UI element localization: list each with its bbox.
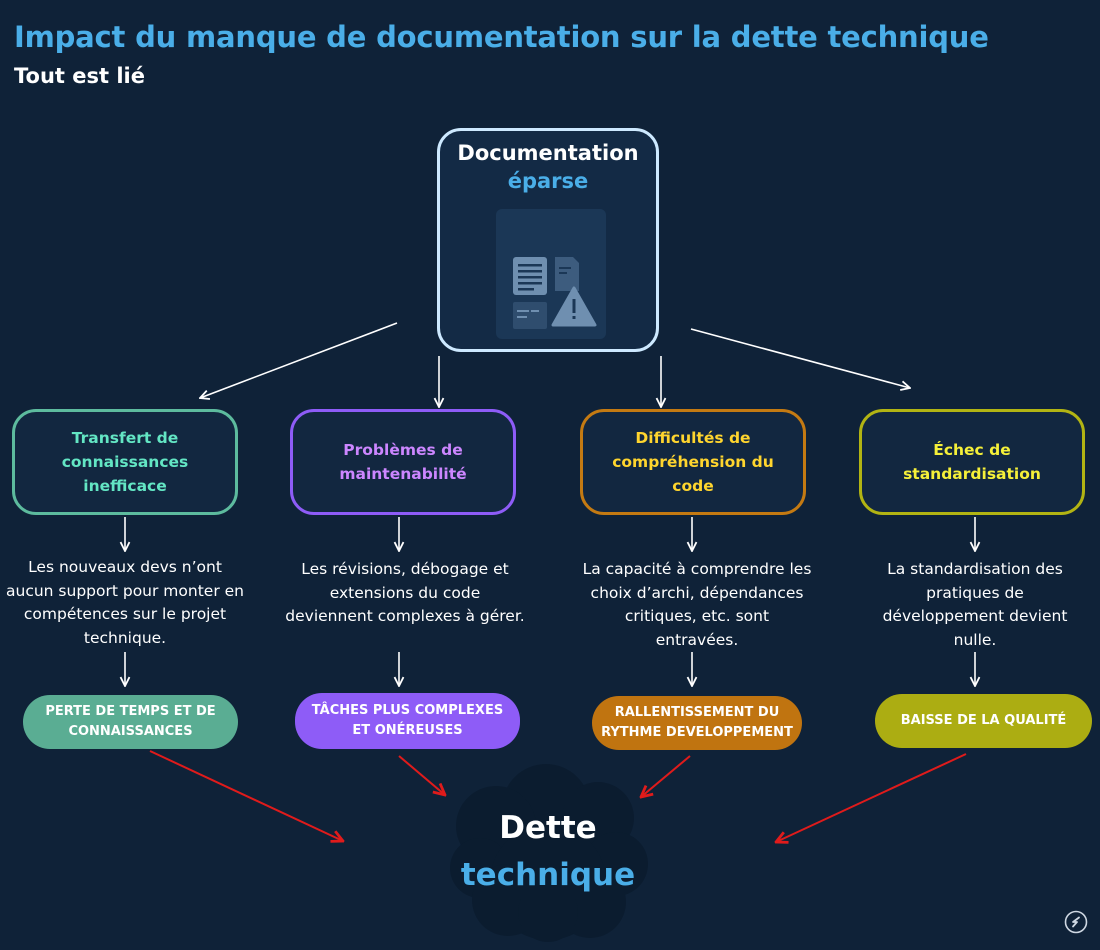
result-pill-slowdown: Rallentissement du rythme developpement xyxy=(592,696,802,750)
arrow-source-to-cause-4 xyxy=(690,328,910,388)
cause-box-knowledge-transfer: Transfert de connaissances inefficace xyxy=(12,409,238,515)
effect-text-maintainability: Les révisions, débogage et extensions du… xyxy=(285,560,525,625)
source-highlight: éparse xyxy=(507,169,589,193)
result-pill-quality-drop: Baisse de la qualité xyxy=(875,694,1092,748)
cloud-icon xyxy=(448,762,648,942)
arrow-result-4-to-debt xyxy=(776,753,967,842)
arrow-result-1-to-debt xyxy=(149,750,343,841)
result-pill-time-loss: Perte de temps et de connaissances xyxy=(23,695,238,749)
effect-text-standardisation: La standardisation des pratiques de déve… xyxy=(882,560,1068,649)
source-node: Documentation éparse xyxy=(437,128,659,352)
cause-box-maintainability: Problèmes de maintenabilité xyxy=(290,409,516,515)
cause-box-code-comprehension: Difficultés de compréhension du code xyxy=(580,409,806,515)
outcome-highlight: technique xyxy=(460,857,636,893)
outcome-title: Dette xyxy=(499,810,597,846)
effect-text-knowledge-transfer: Les nouveaux devs n’ont aucun support po… xyxy=(6,558,244,647)
page-title: Impact du manque de documentation sur la… xyxy=(14,20,989,54)
cause-box-standardisation: Échec de standardisation xyxy=(859,409,1085,515)
document-warning-icon xyxy=(496,209,606,339)
brand-logo-icon xyxy=(1064,910,1088,934)
effect-text-code-comprehension: La capacité à comprendre les choix d’arc… xyxy=(582,560,812,649)
result-pill-complex-tasks: Tâches plus complexes et onéreuses xyxy=(295,693,520,749)
outcome-label: Dette technique xyxy=(448,806,648,900)
arrow-source-to-cause-1 xyxy=(200,322,398,398)
page-subtitle: Tout est lié xyxy=(14,64,145,88)
source-title: Documentation xyxy=(457,141,639,165)
arrow-result-2-to-debt xyxy=(398,755,445,795)
arrow-result-3-to-debt xyxy=(641,755,691,797)
